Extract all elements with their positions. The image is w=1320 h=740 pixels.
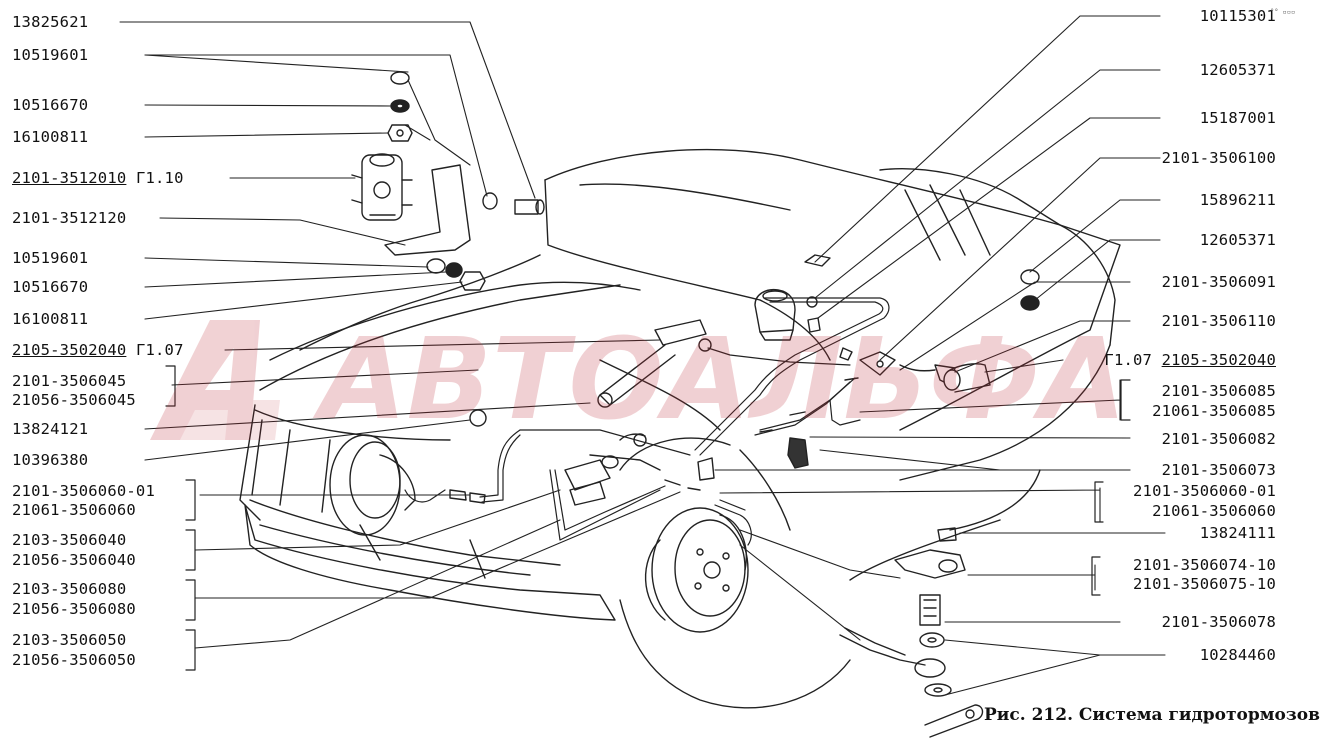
wheel-cylinder xyxy=(564,433,715,506)
part-label-right: 2101-3506075-10 xyxy=(1133,575,1276,593)
part-label-right: 21061-3506085 xyxy=(1152,402,1276,420)
part-label-left: 13825621 xyxy=(12,13,89,31)
label-brackets xyxy=(165,365,1131,671)
part-label-right: 2101-3506082 xyxy=(1161,430,1276,448)
part-label-left: 21056-3506050 xyxy=(12,651,136,669)
part-label-right: 21061-3506060 xyxy=(1152,502,1276,520)
part-label-left: 2103-3506050 xyxy=(12,631,127,649)
part-label-right: 10115301 xyxy=(1199,7,1276,25)
car-body-outline xyxy=(239,148,1121,709)
part-label-left: 10516670 xyxy=(12,96,89,114)
corner-mark: °° ▫▫▫ xyxy=(1270,8,1296,16)
part-label-right: 2101-3506091 xyxy=(1161,273,1276,291)
part-label-left: 2101-3506060-01 xyxy=(12,482,155,500)
nuts-washers-top xyxy=(387,71,545,291)
part-label-left: 10396380 xyxy=(12,451,89,469)
part-label-left: 2105-3502040 Г1.07 xyxy=(12,341,184,359)
part-label-right: 2101-3506110 xyxy=(1161,312,1276,330)
part-label-left: 21056-3506045 xyxy=(12,391,136,409)
part-label-right: 10284460 xyxy=(1199,646,1276,664)
part-label-left: 10519601 xyxy=(12,46,89,64)
bottom-right-parts xyxy=(469,409,984,738)
figure-caption: Рис. 212. Система гидротормозов xyxy=(984,705,1320,725)
leader-lines xyxy=(119,15,1166,696)
left-brake-disc xyxy=(329,434,486,536)
part-label-right: 2101-3506073 xyxy=(1161,461,1276,479)
part-label-right: 12605371 xyxy=(1199,61,1276,79)
part-label-right: 2101-3506100 xyxy=(1161,149,1276,167)
tee-block xyxy=(754,254,831,341)
part-label-left: 21056-3506040 xyxy=(12,551,136,569)
part-label-right: Г1.07 2105-3502040 xyxy=(1104,351,1276,369)
part-label-right: 15187001 xyxy=(1199,109,1276,127)
part-label-right: 2101-3506060-01 xyxy=(1133,482,1276,500)
part-label-right: 15896211 xyxy=(1199,191,1276,209)
part-label-left: 16100811 xyxy=(12,128,89,146)
pressure-regulator xyxy=(351,153,413,221)
master-cylinder xyxy=(597,319,712,408)
part-label-left: 13824121 xyxy=(12,420,89,438)
part-label-left: 2101-3512010 Г1.10 xyxy=(12,169,184,187)
part-label-left: 21061-3506060 xyxy=(12,501,136,519)
part-label-left: 10516670 xyxy=(12,278,89,296)
part-label-left: 21056-3506080 xyxy=(12,600,136,618)
part-label-right: 2101-3506085 xyxy=(1161,382,1276,400)
part-label-right: 2101-3506074-10 xyxy=(1133,556,1276,574)
part-label-left: 2101-3506045 xyxy=(12,372,127,390)
brake-components xyxy=(329,71,1040,738)
part-label-left: 2103-3506040 xyxy=(12,531,127,549)
right-brake-disc xyxy=(644,507,749,633)
part-label-right: 13824111 xyxy=(1199,524,1276,542)
part-label-right: 12605371 xyxy=(1199,231,1276,249)
part-label-left: 10519601 xyxy=(12,249,89,267)
part-label-right: 2101-3506078 xyxy=(1161,613,1276,631)
regulator-bracket xyxy=(384,164,471,256)
brake-pipes xyxy=(404,297,890,546)
part-label-left: 16100811 xyxy=(12,310,89,328)
right-fittings xyxy=(759,269,1040,469)
part-label-left: 2103-3506080 xyxy=(12,580,127,598)
part-label-left: 2101-3512120 xyxy=(12,209,127,227)
